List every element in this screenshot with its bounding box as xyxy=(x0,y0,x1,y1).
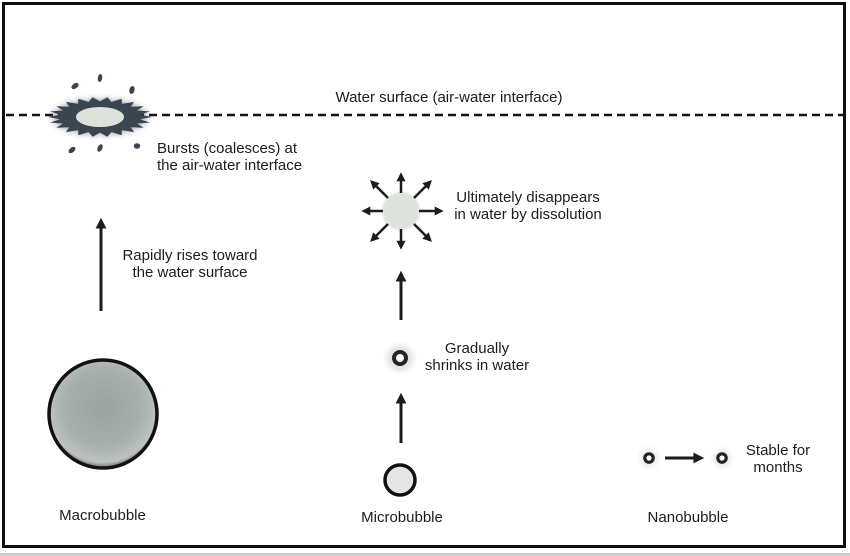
dissolve-arrows xyxy=(361,172,444,250)
microbubble-label: Microbubble xyxy=(361,509,443,526)
dissolving-bubble-circle xyxy=(382,192,420,230)
nanobubble-dot-left xyxy=(643,452,655,464)
burst-shape xyxy=(48,97,152,137)
macrobubble-label: Macrobubble xyxy=(59,507,146,524)
macrobubble-circle xyxy=(47,358,159,470)
shrink-caption: Gradually shrinks in water xyxy=(424,340,530,374)
spray-droplet xyxy=(68,146,76,154)
water-surface-label: Water surface (air-water interface) xyxy=(335,89,563,106)
spray-droplet xyxy=(71,82,79,90)
spray-droplet xyxy=(129,86,135,94)
burst-caption: Bursts (coalesces) at the air-water inte… xyxy=(157,140,303,174)
microbubble-circle xyxy=(383,463,417,497)
frame-border xyxy=(2,2,846,548)
radiate-arrow-down-right xyxy=(413,223,432,242)
spray-droplet xyxy=(133,143,141,149)
nanobubble-label: Nanobubble xyxy=(647,509,729,526)
bottom-shadow-line xyxy=(0,553,850,556)
radiate-arrow-up-right xyxy=(413,180,432,199)
spray-droplet xyxy=(97,144,103,152)
spray-droplet xyxy=(97,74,103,82)
stable-caption: Stable for months xyxy=(745,442,811,476)
burst-core xyxy=(76,107,124,127)
nanobubble-group xyxy=(640,449,731,467)
spray-droplets xyxy=(68,74,141,154)
radiate-arrow-down-left xyxy=(370,223,389,242)
shrinking-bubble-dot xyxy=(387,345,413,371)
nanobubble-dot-right xyxy=(716,452,728,464)
radiate-arrow-up-left xyxy=(370,180,389,199)
shrinking-bubble-ring xyxy=(392,350,408,366)
dissolve-caption: Ultimately disappears in water by dissol… xyxy=(454,189,602,223)
macro-rise-caption: Rapidly rises toward the water surface xyxy=(122,247,258,281)
